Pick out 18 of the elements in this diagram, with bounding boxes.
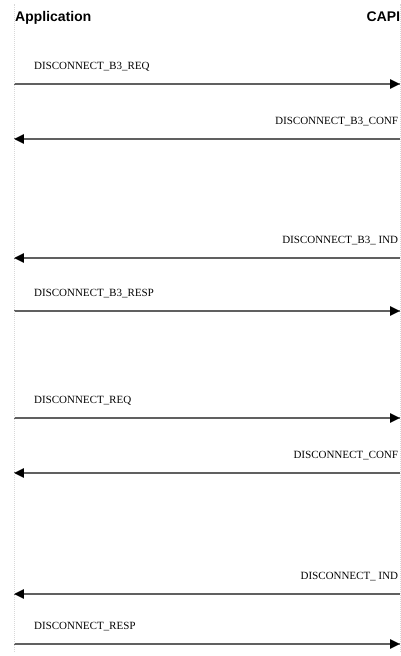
message-label: DISCONNECT_ IND: [300, 570, 398, 582]
message-arrow: [14, 468, 400, 478]
message-label: DISCONNECT_B3_ IND: [282, 234, 398, 246]
message-label: DISCONNECT_B3_CONF: [275, 115, 398, 127]
message-label: DISCONNECT_B3_REQ: [34, 60, 150, 72]
message-label: DISCONNECT_CONF: [293, 449, 398, 461]
participant-heading: CAPI: [366, 8, 400, 24]
participant-heading: Application: [15, 8, 92, 24]
message-label: DISCONNECT_REQ: [34, 394, 132, 406]
message-arrow: [14, 79, 400, 89]
message-arrow: [14, 413, 400, 423]
message-label: DISCONNECT_B3_RESP: [34, 287, 154, 299]
message-arrow: [14, 134, 400, 144]
message-arrow: [14, 639, 400, 649]
message-arrow: [14, 253, 400, 263]
message-arrow: [14, 306, 400, 316]
message-arrow: [14, 589, 400, 599]
message-label: DISCONNECT_RESP: [34, 620, 136, 632]
